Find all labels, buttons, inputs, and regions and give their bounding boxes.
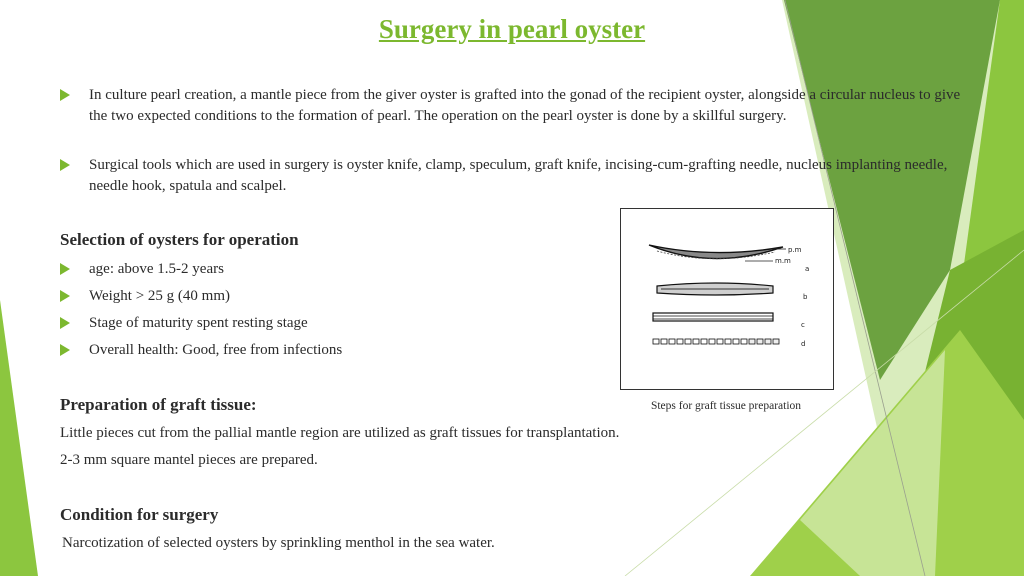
graft-piece <box>748 338 756 345</box>
graft-piece <box>660 338 668 345</box>
slide-title: Surgery in pearl oyster <box>378 14 646 44</box>
selection-item-text: age: above 1.5-2 years <box>89 261 224 277</box>
strip-c <box>652 312 774 322</box>
condition-heading: Condition for surgery <box>60 505 219 524</box>
graft-piece <box>692 338 700 345</box>
selection-item-text: Stage of maturity spent resting stage <box>89 315 308 331</box>
graft-piece <box>684 338 692 345</box>
intro-bullet-text: Surgical tools which are used in surgery… <box>89 157 948 194</box>
condition-text: Narcotization of selected oysters by spr… <box>62 535 495 551</box>
bullet-arrow-icon <box>60 89 70 101</box>
preparation-heading: Preparation of graft tissue: <box>60 395 257 414</box>
label-mm: m.m <box>775 257 791 265</box>
label-c: c <box>801 321 805 329</box>
graft-piece <box>724 338 732 345</box>
figure-caption: Steps for graft tissue preparation <box>650 400 802 412</box>
bullet-arrow-icon <box>60 290 70 302</box>
mantle-crescent-a <box>648 244 784 260</box>
graft-piece <box>668 338 676 345</box>
graft-piece <box>676 338 684 345</box>
graft-piece <box>716 338 724 345</box>
bullet-arrow-icon <box>60 263 70 275</box>
graft-piece <box>708 338 716 345</box>
left-facet <box>0 300 38 576</box>
bullet-arrow-icon <box>60 159 70 171</box>
label-a: a <box>805 265 809 273</box>
bullet-arrow-icon <box>60 317 70 329</box>
graft-piece <box>756 338 764 345</box>
bullet-arrow-icon <box>60 344 70 356</box>
selection-item-text: Weight > 25 g (40 mm) <box>89 288 230 304</box>
graft-pieces-d <box>652 338 780 345</box>
label-b: b <box>803 293 808 301</box>
right-facet-dark <box>784 0 1000 380</box>
right-facet-pale <box>800 350 945 576</box>
graft-piece <box>700 338 708 345</box>
graft-tissue-diagram: p.m m.m a b c d <box>648 244 809 348</box>
right-facet-line <box>784 0 926 576</box>
graft-piece <box>764 338 772 345</box>
graft-tissue-figure: p.m m.m a b c d <box>620 208 834 390</box>
intro-bullet-text: In culture pearl creation, a mantle piec… <box>89 87 961 124</box>
right-facet-line-2 <box>624 249 1024 576</box>
selection-heading: Selection of oysters for operation <box>60 230 299 249</box>
mantle-inner-a <box>656 250 776 260</box>
graft-piece <box>652 338 660 345</box>
graft-piece <box>740 338 748 345</box>
graft-piece <box>732 338 740 345</box>
graft-piece <box>772 338 780 345</box>
preparation-line: 2-3 mm square mantel pieces are prepared… <box>60 452 318 468</box>
label-pm: p.m <box>788 246 802 254</box>
selection-item-text: Overall health: Good, free from infectio… <box>89 342 343 358</box>
preparation-line: Little pieces cut from the pallial mantl… <box>60 425 620 441</box>
label-d: d <box>801 340 805 348</box>
